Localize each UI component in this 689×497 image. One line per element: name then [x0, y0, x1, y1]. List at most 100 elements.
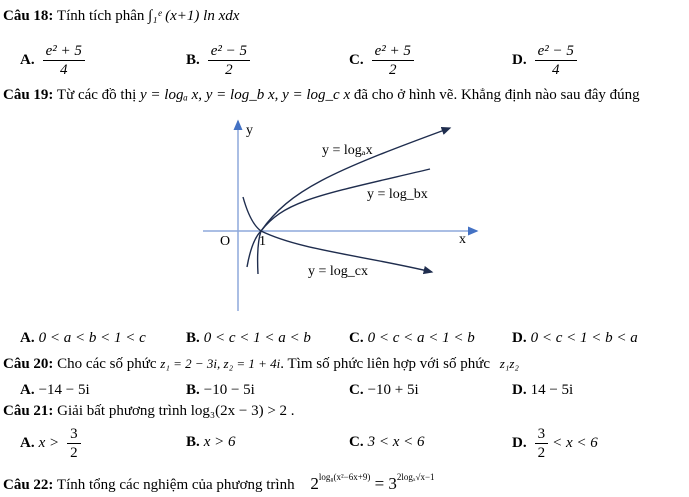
option-letter: C. [349, 434, 364, 450]
option-letter: A. [20, 52, 35, 68]
one-label: 1 [259, 234, 266, 249]
question-20: Câu 20: Cho các số phức z₁ = 2 − 3i, z₂ … [3, 356, 519, 373]
curve-log-a [246, 126, 452, 268]
option-letter: B. [186, 52, 200, 68]
option-value: x > [38, 435, 60, 451]
option-b[interactable]: B.x > 6 [186, 434, 236, 451]
option-b[interactable]: B.−10 − 5i [186, 382, 255, 399]
option-letter: C. [349, 382, 364, 398]
question-18: Câu 18: Tính tích phân ∫₁ᵉ (x+1) ln xdx [3, 8, 239, 25]
option-letter: A. [20, 382, 35, 398]
question-text: Tính tích phân [56, 8, 145, 24]
question-text: Cho các số phức [57, 356, 157, 372]
numerator: e² + 5 [42, 42, 85, 61]
option-value: 0 < c < 1 < a < b [203, 330, 311, 346]
math-expression: z₁z₂ [499, 356, 519, 371]
question-label: Câu 18: [3, 8, 54, 24]
option-letter: A. [20, 435, 35, 451]
denominator: 4 [551, 62, 560, 78]
math-expression: ∫₁ᵉ (x+1) ln xdx [148, 8, 240, 24]
option-a[interactable]: A.0 < a < b < 1 < c [20, 330, 146, 347]
option-letter: C. [349, 330, 364, 346]
option-letter: C. [349, 52, 364, 68]
x-axis-label: x [459, 232, 466, 247]
option-value: 0 < c < a < 1 < b [367, 330, 475, 346]
question-text: Từ các đồ thị [56, 87, 137, 103]
math-expression: log₃(2x − 3) > 2 . [190, 403, 295, 419]
option-b[interactable]: B.0 < c < 1 < a < b [186, 330, 311, 347]
question-label: Câu 21: [3, 403, 54, 419]
option-value: −10 + 5i [367, 382, 419, 398]
math-expression: z₁ = 2 − 3i, z₂ = 1 + 4i [160, 356, 281, 371]
option-value: 14 − 5i [530, 382, 574, 398]
math-base: 3 [388, 474, 397, 493]
math-equals: = [370, 474, 389, 493]
denominator: 4 [59, 62, 68, 78]
option-value: 3 < x < 6 [367, 434, 425, 450]
question-label: Câu 22: [3, 477, 54, 493]
math-base: 2 [310, 474, 319, 493]
option-value: 0 < a < b < 1 < c [38, 330, 146, 346]
curve-log-b [256, 168, 431, 275]
option-letter: B. [186, 382, 200, 398]
question-21: Câu 21: Giải bất phương trình log₃(2x − … [3, 403, 295, 420]
option-letter: B. [186, 434, 200, 450]
option-letter: D. [512, 382, 527, 398]
denominator: 2 [537, 445, 546, 461]
numerator: e² − 5 [534, 42, 577, 61]
option-value: 0 < c < 1 < b < a [530, 330, 638, 346]
numerator: 3 [67, 425, 81, 444]
option-value: −14 − 5i [38, 382, 90, 398]
option-d[interactable]: D.14 − 5i [512, 382, 573, 399]
option-c[interactable]: C.3 < x < 6 [349, 434, 425, 451]
option-letter: D. [512, 330, 527, 346]
option-letter: A. [20, 330, 35, 346]
denominator: 2 [388, 62, 397, 78]
curve-b-label: y = log_bx [367, 187, 428, 202]
math-exponent: 2logₓ√x−1 [396, 472, 435, 482]
question-text: . Tìm số phức liên hợp với số phức [280, 356, 491, 372]
option-value: −10 − 5i [203, 382, 255, 398]
option-d[interactable]: D.0 < c < 1 < b < a [512, 330, 638, 347]
option-a[interactable]: A.−14 − 5i [20, 382, 90, 399]
curve-a-label: y = logₐx [322, 143, 373, 158]
option-value: < x < 6 [552, 435, 598, 451]
option-letter: D. [512, 52, 527, 68]
numerator: e² + 5 [371, 42, 414, 61]
question-label: Câu 20: [3, 356, 54, 372]
question-text: Tính tổng các nghiệm của phương trình [56, 477, 295, 493]
numerator: 3 [534, 425, 549, 444]
question-22: Câu 22: Tính tổng các nghiệm của phương … [3, 472, 435, 494]
math-exponent: log₈(x²−6x+9) [318, 472, 371, 482]
question-label: Câu 19: [3, 87, 54, 103]
y-axis-label: y [246, 123, 253, 138]
option-c[interactable]: C.0 < c < a < 1 < b [349, 330, 475, 347]
option-letter: B. [186, 330, 200, 346]
curve-log-c [242, 196, 434, 275]
origin-label: O [220, 234, 231, 249]
option-c[interactable]: C.−10 + 5i [349, 382, 419, 399]
curve-c-label: y = log_cx [308, 264, 368, 279]
denominator: 2 [70, 445, 78, 461]
math-expression: y = logₐ x, y = log_b x, y = log_c x [140, 87, 351, 103]
question-text: đã cho ở hình vẽ. Khẳng định nào sau đây… [353, 87, 640, 103]
question-19: Câu 19: Từ các đồ thị y = logₐ x, y = lo… [3, 87, 640, 104]
question-text: Giải bất phương trình [57, 403, 187, 419]
option-letter: D. [512, 435, 527, 451]
denominator: 2 [225, 62, 233, 78]
numerator: e² − 5 [207, 42, 251, 61]
